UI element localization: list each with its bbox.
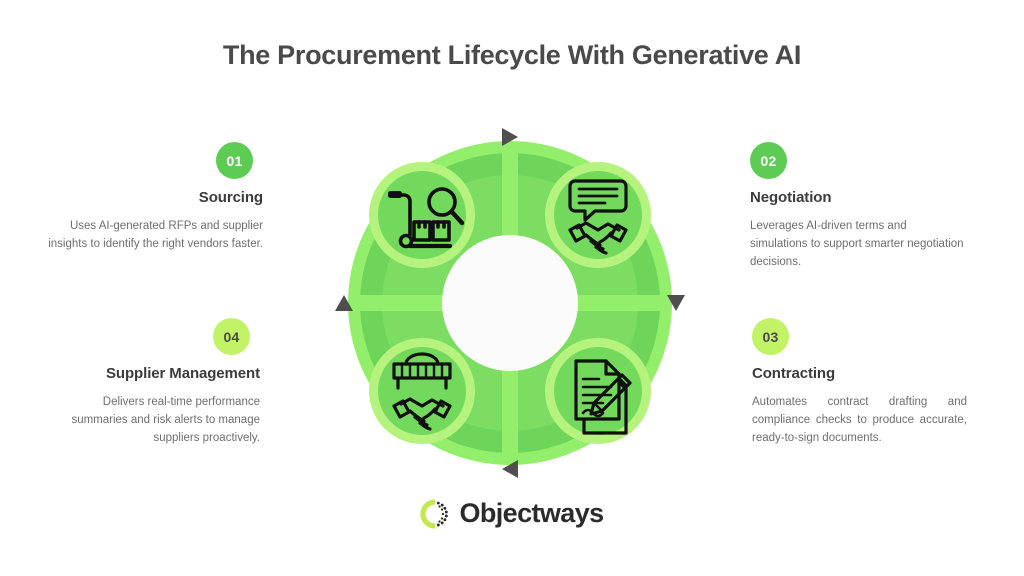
step-title-sourcing: Sourcing [198,189,263,206]
document-pencil-icon [574,359,632,435]
wheel-node-sourcing[interactable] [369,162,475,268]
step-block-sourcing: 01 Sourcing Uses AI-generated RFPs and s… [48,142,263,254]
arrow-left-icon [335,295,353,311]
arrow-right-icon [667,295,685,311]
step-title-supplier-management: Supplier Management [106,365,260,382]
step-block-supplier-management: 04 Supplier Management Delivers real-tim… [45,318,260,447]
step-badge-04: 04 [213,318,250,355]
step-badge-label: 04 [223,328,240,345]
step-description-sourcing: Uses AI-generated RFPs and supplier insi… [48,220,263,250]
procurement-lifecycle-wheel [330,123,690,483]
step-description-supplier-management: Delivers real-time performance summaries… [71,396,260,444]
step-block-negotiation: 02 Negotiation Leverages AI-driven terms… [750,142,965,271]
wheel-node-negotiation[interactable] [545,162,651,268]
speech-bubble-handshake-icon [568,179,628,255]
step-badge-label: 02 [760,152,777,169]
wheel-node-contracting[interactable] [545,338,651,444]
step-description-negotiation: Leverages AI-driven terms and simulation… [750,220,964,268]
storefront-handshake-icon [392,352,452,431]
step-block-contracting: 03 Contracting Automates contract drafti… [752,318,967,447]
arrow-top-icon [502,128,518,146]
step-badge-label: 01 [226,152,243,169]
step-badge-03: 03 [752,318,789,355]
step-description-contracting: Automates contract drafting and complian… [752,396,967,444]
logo-text: Objectways [459,498,604,528]
step-badge-label: 03 [762,328,779,345]
wheel-node-supplier-management[interactable] [369,338,475,444]
wheel-center-hub [442,235,578,371]
step-badge-01: 01 [216,142,253,179]
objectways-ring-icon [420,498,449,529]
trolley-magnifier-icon [388,187,465,249]
brand-logo: Objectways [0,498,1024,529]
arrow-bottom-icon [502,460,518,478]
step-title-negotiation: Negotiation [750,189,832,206]
page-title: The Procurement Lifecycle With Generativ… [222,40,802,70]
step-badge-02: 02 [750,142,787,179]
step-title-contracting: Contracting [752,365,836,382]
